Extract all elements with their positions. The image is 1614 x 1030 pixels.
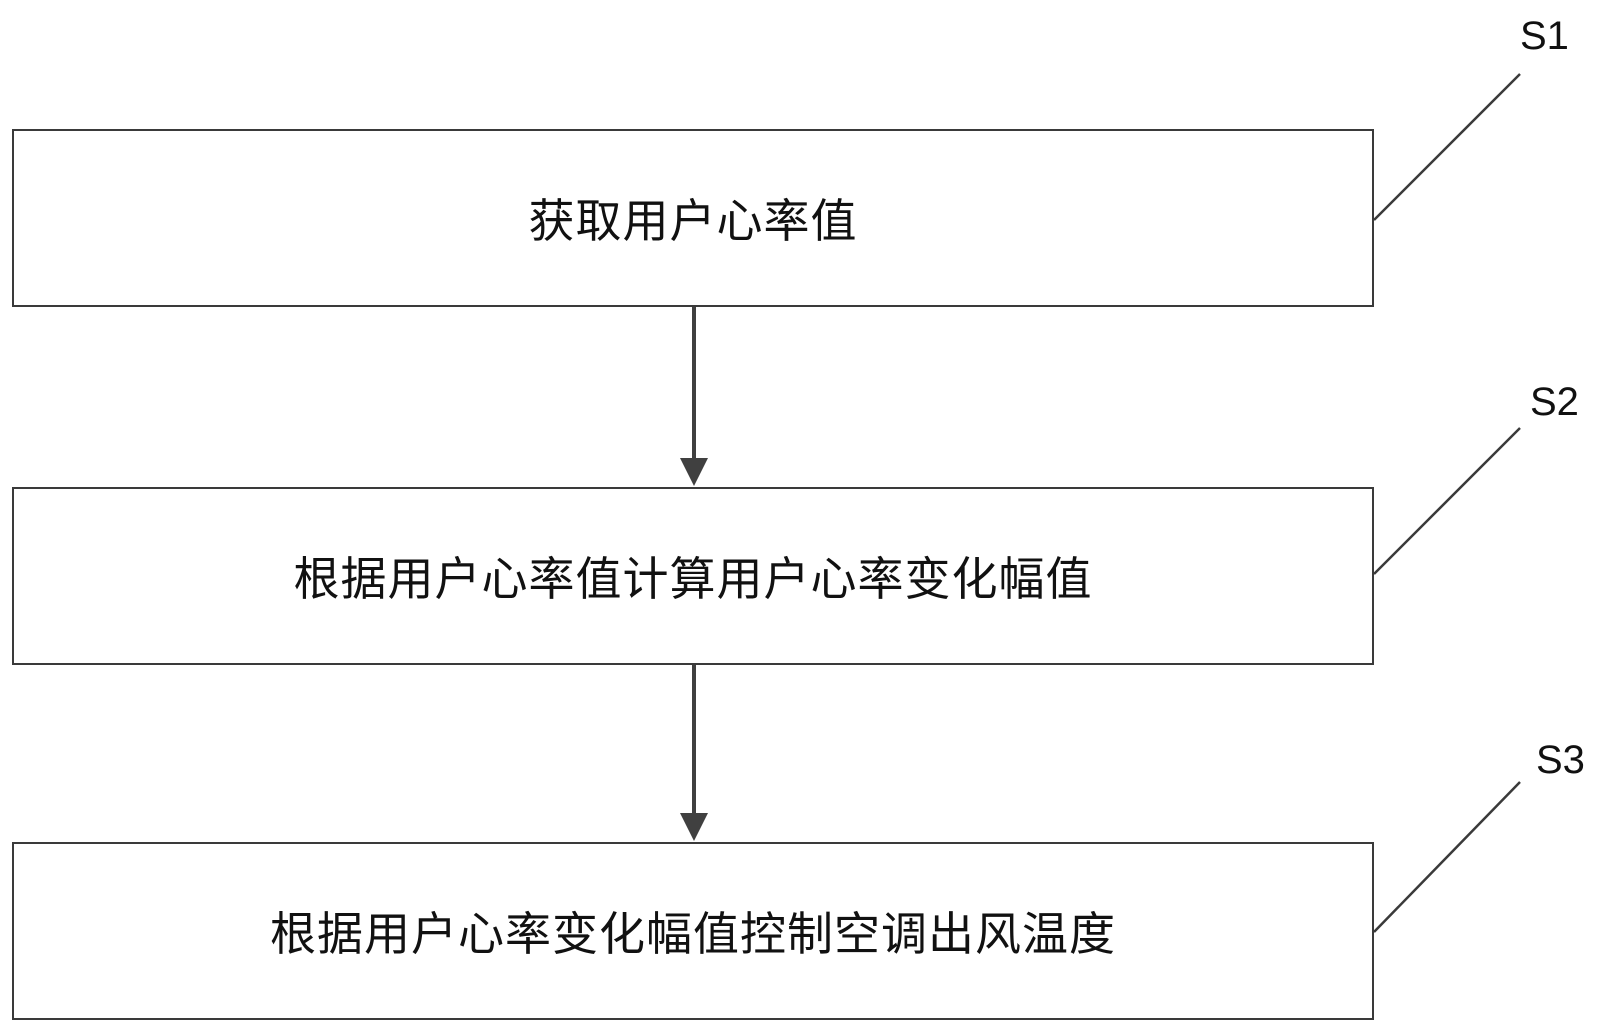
step-label-s1: S1: [1520, 14, 1569, 58]
leader-line-s2: [1373, 427, 1521, 575]
leader-line-s1: [1373, 73, 1521, 221]
step-box-s2: 根据用户心率值计算用户心率变化幅值: [12, 487, 1374, 665]
leader-line-s3: [1373, 781, 1521, 933]
arrow-s2-to-s3: [680, 665, 708, 841]
step-text-s2: 根据用户心率值计算用户心率变化幅值: [293, 552, 1093, 606]
step-text-s1: 获取用户心率值: [528, 194, 858, 248]
arrow-s1-to-s2: [680, 307, 708, 486]
step-label-s2: S2: [1530, 380, 1579, 424]
step-text-s3: 根据用户心率变化幅值控制空调出风温度: [270, 907, 1116, 961]
step-box-s1: 获取用户心率值: [12, 129, 1374, 307]
step-label-s3: S3: [1536, 738, 1585, 782]
step-box-s3: 根据用户心率变化幅值控制空调出风温度: [12, 842, 1374, 1020]
